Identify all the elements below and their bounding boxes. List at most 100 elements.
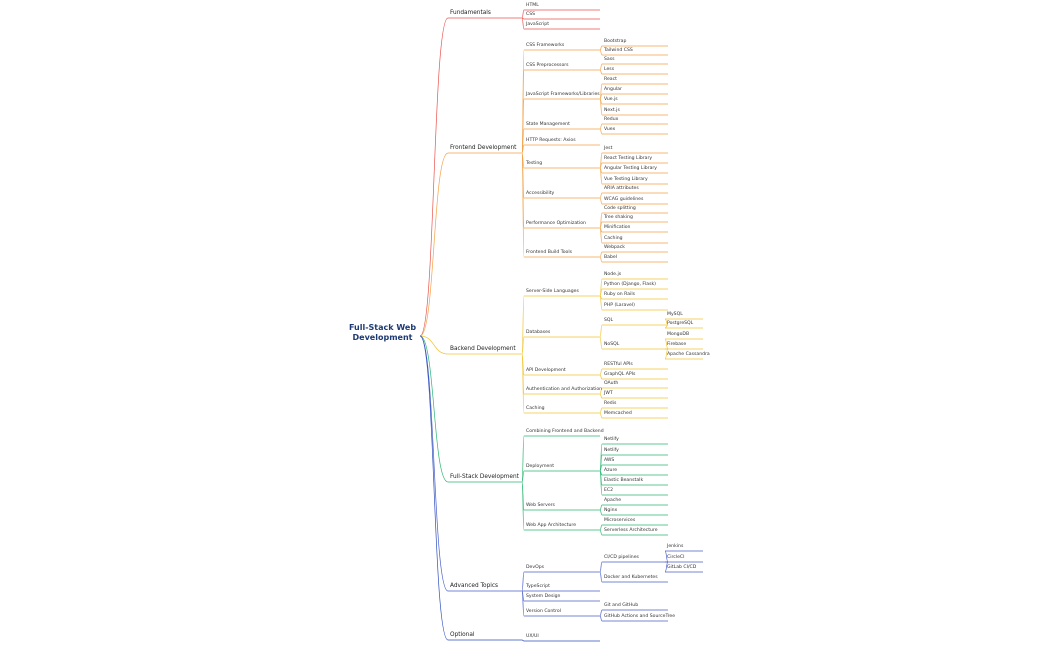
jwt-node-52[interactable]: JWT — [604, 391, 613, 396]
web-app-architecture-node-67[interactable]: Web App Architecture — [526, 523, 577, 528]
aws-node-60[interactable]: AWS — [604, 458, 615, 463]
connector-deployment-node-57 — [521, 470, 525, 483]
connector-advanced-topics-branch — [419, 335, 449, 592]
mongodb-node-44[interactable]: MongoDB — [667, 332, 690, 337]
node-js-node-35[interactable]: Node.js — [604, 272, 622, 277]
apache-node-65[interactable]: Apache — [604, 498, 622, 503]
css-node-1[interactable]: CSS — [526, 12, 536, 17]
css-frameworks-node-3[interactable]: CSS Frameworks — [526, 43, 565, 48]
connector-web-app-architecture-node-67 — [521, 481, 525, 531]
postgresql-node-42[interactable]: PostgreSQL — [667, 321, 694, 326]
netlify-node-58[interactable]: Netlify — [604, 437, 619, 442]
databases-node-39[interactable]: Databases — [526, 330, 551, 335]
firebase-node-45[interactable]: Firebase — [667, 342, 687, 347]
vue-js-node-12[interactable]: Vue.js — [604, 97, 618, 102]
frontend-development-branch[interactable]: Frontend Development — [450, 144, 517, 151]
tree-shaking-node-28[interactable]: Tree shaking — [604, 215, 633, 220]
sql-node-40[interactable]: SQL — [604, 318, 614, 323]
connector-html-node-0 — [521, 9, 525, 19]
restful-apis-node-48[interactable]: RESTful APIs — [604, 362, 633, 367]
html-node-0[interactable]: HTML — [526, 3, 539, 8]
connector-restful-apis-node-48 — [599, 368, 603, 376]
serverless-architecture-node-69[interactable]: Serverless Architecture — [604, 528, 658, 533]
react-node-10[interactable]: React — [604, 77, 617, 82]
angular-testing-library-node-21[interactable]: Angular Testing Library — [604, 166, 657, 171]
circleci-node-73[interactable]: CircleCI — [667, 555, 685, 560]
bootstrap-node-4[interactable]: Bootstrap — [604, 39, 627, 44]
connector-ec2-node-63 — [599, 470, 603, 496]
sass-node-7[interactable]: Sass — [604, 57, 615, 62]
jenkins-node-72[interactable]: Jenkins — [667, 544, 684, 549]
minification-node-29[interactable]: Minification — [604, 225, 631, 230]
authentication-and-authorization-node-50[interactable]: Authentication and Authorization — [526, 387, 603, 392]
webpack-node-32[interactable]: Webpack — [604, 245, 625, 250]
typescript-node-76[interactable]: TypeScript — [526, 584, 550, 589]
connector-serverless-architecture-node-69 — [599, 529, 603, 536]
connector-less-node-8 — [599, 69, 603, 75]
devops-node-70[interactable]: DevOps — [526, 565, 545, 570]
python-django-flask-node-36[interactable]: Python (Django, Flask) — [604, 282, 656, 287]
css-preprocessors-node-6[interactable]: CSS Preprocessors — [526, 63, 569, 68]
azure-node-61[interactable]: Azure — [604, 468, 618, 473]
microservices-node-68[interactable]: Microservices — [604, 518, 636, 523]
server-side-languages-node-34[interactable]: Server-Side Languages — [526, 289, 579, 294]
frontend-build-tools-node-31[interactable]: Frontend Build Tools — [526, 250, 573, 255]
babel-node-33[interactable]: Babel — [604, 255, 617, 260]
ux-ui-node-81[interactable]: UX/UI — [526, 634, 539, 639]
http-requests-axios-node-17[interactable]: HTTP Requests: Axios — [526, 138, 576, 143]
jest-node-19[interactable]: Jest — [604, 146, 613, 151]
root-node[interactable]: Full-Stack Web Development — [345, 323, 420, 343]
javascript-frameworks-libraries-node-9[interactable]: JavaScript Frameworks/Libraries — [526, 92, 600, 97]
combining-frontend-and-backend-node-56[interactable]: Combining Frontend and Backend — [526, 429, 604, 434]
version-control-node-78[interactable]: Version Control — [526, 609, 561, 614]
angular-node-11[interactable]: Angular — [604, 87, 622, 92]
redux-node-15[interactable]: Redux — [604, 117, 619, 122]
ruby-on-rails-node-37[interactable]: Ruby on Rails — [604, 292, 636, 297]
mysql-node-41[interactable]: MySQL — [667, 312, 683, 317]
fundamentals-branch[interactable]: Fundamentals — [450, 9, 491, 16]
git-and-github-node-79[interactable]: Git and GitHub — [604, 603, 639, 608]
nginx-node-66[interactable]: Nginx — [604, 508, 618, 513]
accessibility-node-23[interactable]: Accessibility — [526, 191, 555, 196]
state-management-node-14[interactable]: State Management — [526, 122, 570, 127]
advanced-topics-branch[interactable]: Advanced Topics — [450, 582, 499, 589]
deployment-node-57[interactable]: Deployment — [526, 464, 555, 469]
netlify-node-59[interactable]: Netlify — [604, 448, 619, 453]
caching-node-53[interactable]: Caching — [526, 406, 545, 411]
redis-node-54[interactable]: Redis — [604, 401, 617, 406]
memcached-node-55[interactable]: Memcached — [604, 411, 632, 416]
caching-node-30[interactable]: Caching — [604, 236, 623, 241]
elastic-beanstalk-node-62[interactable]: Elastic Beanstalk — [604, 478, 644, 483]
performance-optimization-node-26[interactable]: Performance Optimization — [526, 221, 586, 226]
full-stack-development-branch[interactable]: Full-Stack Development — [450, 473, 519, 480]
vue-testing-library-node-22[interactable]: Vue Testing Library — [604, 177, 648, 182]
system-design-node-77[interactable]: System Design — [526, 594, 561, 599]
tailwind-css-node-5[interactable]: Tailwind CSS — [604, 48, 633, 53]
api-development-node-47[interactable]: API Development — [526, 368, 566, 373]
gitlab-ci-cd-node-74[interactable]: GitLab CI/CD — [667, 565, 697, 570]
nosql-node-43[interactable]: NoSQL — [604, 342, 620, 347]
oauth-node-51[interactable]: OAuth — [604, 381, 619, 386]
react-testing-library-node-20[interactable]: React Testing Library — [604, 156, 653, 161]
connector-microservices-node-68 — [599, 524, 603, 531]
vuex-node-16[interactable]: Vuex — [604, 127, 616, 132]
web-servers-node-64[interactable]: Web Servers — [526, 503, 555, 508]
testing-node-18[interactable]: Testing — [526, 161, 543, 166]
wcag-guidelines-node-25[interactable]: WCAG guidelines — [604, 197, 644, 202]
next-js-node-13[interactable]: Next.js — [604, 108, 620, 113]
connector-next-js-node-13 — [599, 98, 603, 116]
less-node-8[interactable]: Less — [604, 67, 615, 72]
code-splitting-node-27[interactable]: Code splitting — [604, 206, 636, 211]
aria-attributes-node-24[interactable]: ARIA attributes — [604, 186, 639, 191]
php-laravel-node-38[interactable]: PHP (Laravel) — [604, 303, 635, 308]
graphql-apis-node-49[interactable]: GraphQL APIs — [604, 372, 636, 377]
ec2-node-63[interactable]: EC2 — [604, 488, 614, 493]
backend-development-branch[interactable]: Backend Development — [450, 345, 516, 352]
javascript-node-2[interactable]: JavaScript — [526, 22, 550, 27]
connector-git-and-github-node-79 — [599, 609, 603, 617]
docker-and-kubernetes-node-75[interactable]: Docker and Kubernetes — [604, 575, 658, 580]
github-actions-and-sourcetree-node-80[interactable]: GitHub Actions and SourceTree — [604, 614, 676, 619]
optional-branch[interactable]: Optional — [450, 631, 475, 638]
apache-cassandra-node-46[interactable]: Apache Cassandra — [667, 352, 710, 357]
ci-cd-pipelines-node-71[interactable]: CI/CD pipelines — [604, 555, 639, 560]
